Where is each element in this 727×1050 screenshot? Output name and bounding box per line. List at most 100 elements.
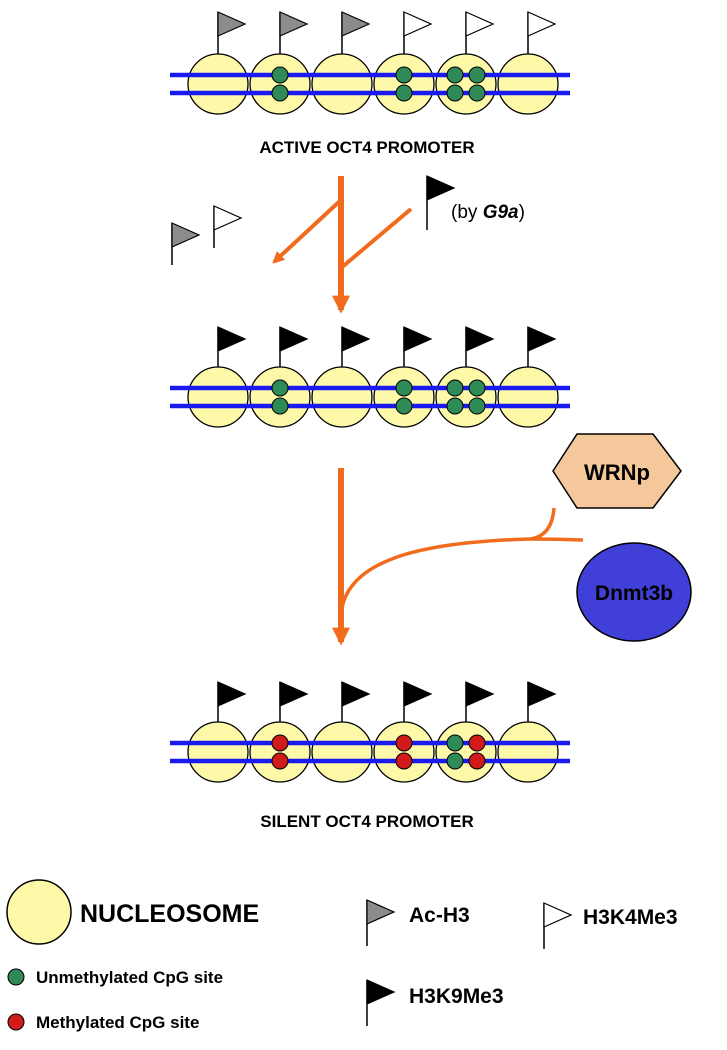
step1-arrows [272,176,413,314]
nucleosome [311,721,373,783]
legend-methylated-swatch [7,1013,25,1031]
histone-flag-h3k9me3 [403,326,433,367]
legend-ac-h3-label: Ac-H3 [409,904,470,927]
wrnp-label: WRNp [584,460,650,485]
flag-banner [426,175,456,201]
added-h3k9me3-flag [426,175,456,230]
flag-banner [217,326,247,352]
unmethylated-cpg-site [468,397,486,415]
flag-banner [527,11,557,37]
flag-banner [279,326,309,352]
nucleosome [187,53,249,115]
nucleosome [435,721,497,783]
legend: NUCLEOSOME Unmethylated CpG site Methyla… [6,879,678,1032]
histone-flag-h3k9me3 [465,681,495,722]
legend-h3k9me3-icon [366,979,396,1026]
histone-flag-h3k9me3 [403,681,433,722]
nucleosome [249,721,311,783]
nucleosome [373,53,435,115]
wrnp-dnmt3b-curve [339,507,556,616]
flag-banner [213,205,243,231]
removal-arrow [272,198,343,264]
legend-h3k4me3-icon [543,902,573,949]
flag-banner [403,11,433,37]
nucleosome [249,366,311,428]
unmethylated-cpg-site [395,66,413,84]
legend-flags [366,899,573,1026]
methylated-cpg-site [395,734,413,752]
flag-banner [341,326,371,352]
intermediate-promoter-row [170,326,570,428]
methylated-cpg-site [468,752,486,770]
silent-promoter-label: SILENT OCT4 PROMOTER [260,812,473,831]
unmethylated-cpg-site [446,734,464,752]
legend-ac-h3-icon [366,899,396,946]
unmethylated-cpg-site [446,66,464,84]
nucleosome [249,53,311,115]
legend-unmethylated-swatch [7,968,25,986]
nucleosome [187,366,249,428]
silent-promoter-row [170,681,570,783]
flag-banner [403,681,433,707]
unmethylated-cpg-site [271,379,289,397]
histone-flag-h3k9me3 [465,326,495,367]
histone-flag-h3k9me3 [341,681,371,722]
active-promoter-label: ACTIVE OCT4 PROMOTER [259,138,474,157]
histone-flag-ac-h3 [217,11,247,54]
dnmt3b-protein: Dnmt3b [576,542,692,642]
wrnp-protein: WRNp [552,433,682,509]
removed-h3k4me3-flag [213,205,243,248]
flag-banner [366,979,396,1005]
flag-banner [279,11,309,37]
g9a-by-prefix: (by [451,202,483,223]
unmethylated-cpg-site [271,84,289,102]
histone-flag-h3k9me3 [217,681,247,722]
unmethylated-cpg-site [468,379,486,397]
nucleosome [435,366,497,428]
histone-flag-h3k4me3 [403,11,433,54]
nucleosome [373,366,435,428]
flag-banner [465,326,495,352]
removed-ac-h3-flag [171,222,201,265]
legend-nucleosome-label: NUCLEOSOME [80,900,259,928]
flag-banner [217,681,247,707]
histone-flag-h3k9me3 [279,326,309,367]
methylated-cpg-site [271,734,289,752]
addition-arrow [339,207,413,270]
nucleosome [311,366,373,428]
legend-unmethylated-label: Unmethylated CpG site [36,968,223,987]
flag-banner [543,902,573,928]
flag-banner [171,222,201,248]
flag-banner [465,681,495,707]
legend-methylated-label: Methylated CpG site [36,1013,199,1032]
unmethylated-cpg-site [446,84,464,102]
flag-banner [527,326,557,352]
legend-nucleosome-swatch [6,879,72,945]
nucleosome [373,721,435,783]
unmethylated-cpg-site [446,379,464,397]
unmethylated-cpg-site [468,66,486,84]
added-mark [426,175,456,230]
unmethylated-cpg-site [446,752,464,770]
histone-flag-ac-h3 [279,11,309,54]
methylated-cpg-site [468,734,486,752]
removed-marks [171,205,243,265]
histone-flag-h3k9me3 [527,681,557,722]
g9a-by-suffix: ) [519,202,525,223]
unmethylated-cpg-site [446,397,464,415]
flag-banner [403,326,433,352]
unmethylated-cpg-site [468,84,486,102]
step2-arrows [332,468,584,646]
legend-h3k4me3-label: H3K4Me3 [583,906,678,929]
flag-banner [341,681,371,707]
active-promoter-row [170,11,570,115]
methylated-cpg-site [271,752,289,770]
dnmt3b-label: Dnmt3b [595,582,673,605]
flag-banner [217,11,247,37]
histone-flag-h3k9me3 [217,326,247,367]
nucleosome [497,366,559,428]
nucleosome [497,53,559,115]
wrnp-dnmt3b-curve-branch [529,537,584,542]
flag-banner [341,11,371,37]
